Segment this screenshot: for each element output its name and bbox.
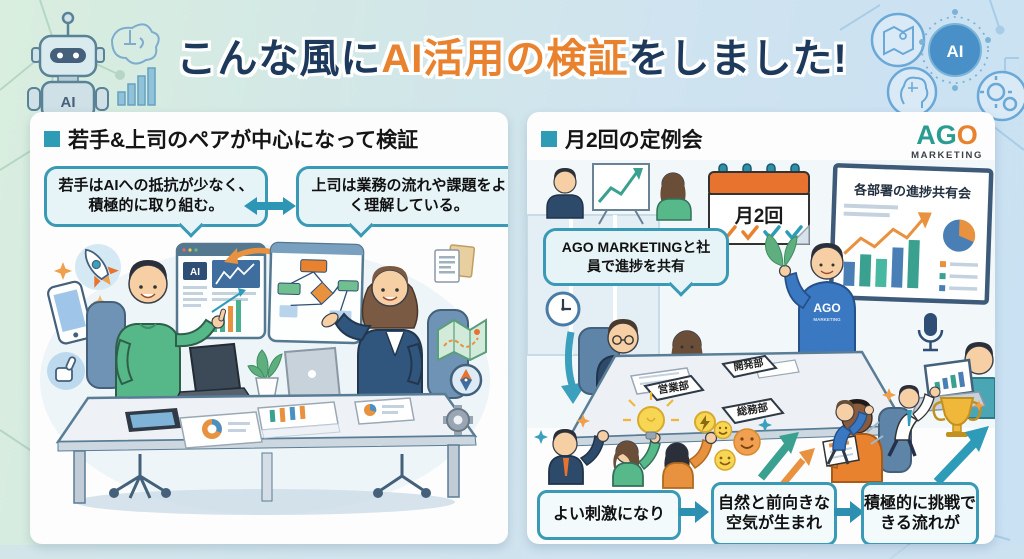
name-plate-sales: 営業部 bbox=[643, 374, 705, 402]
trophy-icon bbox=[932, 397, 982, 437]
plant-sprig bbox=[765, 233, 798, 268]
flow-arrow-icon bbox=[834, 501, 864, 523]
rocket-icon bbox=[75, 244, 121, 290]
flipchart bbox=[592, 163, 650, 225]
speech-bubble-boss-text: 上司は業務の流れや課題をよく理解している。 bbox=[311, 177, 507, 215]
progress-whiteboard: 各部署の進捗共有会 bbox=[828, 163, 994, 305]
shirt-sublabel: MARKETING bbox=[813, 317, 841, 322]
flow-arrow-icon bbox=[679, 501, 709, 523]
documents-icon bbox=[434, 244, 476, 283]
flow-step-1-label: よい刺激になり bbox=[552, 506, 665, 523]
speech-bubble-boss: 上司は業務の流れや課題をよく理解している。 bbox=[296, 166, 508, 238]
meeting-illustration: 各部署の進捗共有会 月2回 bbox=[527, 160, 995, 489]
chair-base bbox=[109, 454, 431, 499]
svg-text:営業部: 営業部 bbox=[657, 379, 691, 397]
svg-text:総務部: 総務部 bbox=[736, 401, 770, 419]
screen-ai-label: AI bbox=[190, 267, 200, 278]
shirt-label: AGO bbox=[813, 301, 840, 315]
thumbs-up-icon bbox=[47, 352, 85, 390]
page-title: こんな風にAI活用の検証をしました! bbox=[0, 26, 1024, 84]
calendar-label: 月2回 bbox=[734, 205, 784, 227]
panel-regular-meeting: 月2回の定例会 AGO MARKETING AGO MARKETINGと社員で進… bbox=[527, 112, 995, 544]
flow-step-2: 自然と前向きな空気が生まれ bbox=[711, 482, 837, 544]
compass-icon bbox=[449, 363, 483, 397]
ai-chip-label: AI bbox=[947, 42, 964, 61]
robot-icon: AI bbox=[27, 11, 109, 120]
chart-paper bbox=[354, 397, 415, 425]
gears-icon bbox=[976, 70, 1024, 122]
right-panel-heading: 月2回の定例会 bbox=[541, 124, 703, 154]
lightning-badge-icon bbox=[694, 411, 716, 433]
left-panel-heading-label: 若手&上司のペアが中心になって検証 bbox=[68, 129, 419, 152]
whiteboard-title: 各部署の進捗共有会 bbox=[853, 182, 972, 201]
challenge-runners bbox=[826, 385, 989, 486]
title-prefix: こんな風に bbox=[176, 37, 382, 81]
flow-step-3: 積極的に挑戦できる流れが bbox=[861, 482, 979, 544]
left-panel-heading: 若手&上司のペアが中心になって検証 bbox=[44, 124, 418, 154]
bottom-strip bbox=[0, 545, 1024, 559]
speech-bubble-meeting-text: AGO MARKETINGと社員で進捗を共有 bbox=[561, 239, 711, 274]
gear-icon bbox=[443, 405, 473, 435]
runner-figure bbox=[887, 385, 941, 457]
bubble-tail bbox=[178, 211, 204, 238]
sparkle-icon bbox=[54, 262, 72, 280]
young-employee-figure bbox=[115, 260, 227, 399]
pie-chart-document bbox=[179, 411, 263, 449]
name-plate-admin: 総務部 bbox=[721, 397, 785, 425]
flow-step-1: よい刺激になり bbox=[537, 490, 681, 540]
logo-subtext: MARKETING bbox=[911, 150, 983, 161]
title-highlight: AI活用の検証 bbox=[381, 37, 629, 81]
standing-figure bbox=[656, 172, 692, 221]
speech-bubble-meeting: AGO MARKETINGと社員で進捗を共有 bbox=[543, 228, 729, 297]
heading-square-icon bbox=[541, 131, 557, 147]
lightbulb-icon bbox=[623, 392, 679, 440]
bar-chart-icon bbox=[117, 67, 156, 106]
ai-chip-icon: AI bbox=[919, 9, 991, 91]
tablet-on-desk bbox=[125, 408, 181, 432]
plant-icon bbox=[247, 349, 283, 401]
name-plate-dev: 開発部 bbox=[721, 354, 778, 379]
supervisor-figure bbox=[321, 266, 423, 399]
flow-step-3-label: 積極的に挑戦できる流れが bbox=[864, 495, 977, 532]
flow-step-2-label: 自然と前向きな空気が生まれ bbox=[717, 495, 830, 532]
runner-figure bbox=[826, 400, 874, 465]
right-panel-heading-label: 月2回の定例会 bbox=[565, 129, 703, 152]
microphone-icon bbox=[917, 313, 944, 352]
growth-arrows bbox=[757, 432, 815, 487]
logo-word: AGO bbox=[916, 120, 978, 150]
speech-bubble-young-text: 若手はAIへの抵抗が少なく、積極的に取り組む。 bbox=[58, 177, 254, 215]
robot-chest-label: AI bbox=[61, 94, 76, 111]
panel-pair-verification: 若手&上司のペアが中心になって検証 若手はAIへの抵抗が少なく、積極的に取り組む… bbox=[30, 112, 508, 544]
heading-square-icon bbox=[44, 131, 60, 147]
speech-bubble-young: 若手はAIへの抵抗が少なく、積極的に取り組む。 bbox=[44, 166, 268, 238]
ago-marketing-logo: AGO MARKETING bbox=[911, 122, 983, 161]
cheering-group bbox=[534, 392, 718, 489]
double-arrow-icon bbox=[244, 197, 296, 215]
standing-figure bbox=[546, 168, 584, 219]
pair-work-illustration: AI bbox=[40, 241, 490, 515]
cheering-figure bbox=[548, 429, 610, 485]
report-stack bbox=[257, 401, 341, 439]
title-suffix: をしました! bbox=[628, 37, 848, 81]
bubble-tail bbox=[348, 211, 374, 238]
map-icon bbox=[437, 318, 487, 362]
brain-icon bbox=[110, 23, 160, 65]
cheering-figure bbox=[662, 431, 718, 489]
smartphone-icon bbox=[47, 280, 94, 345]
smiley-group bbox=[713, 418, 772, 471]
clock-icon bbox=[545, 291, 581, 327]
